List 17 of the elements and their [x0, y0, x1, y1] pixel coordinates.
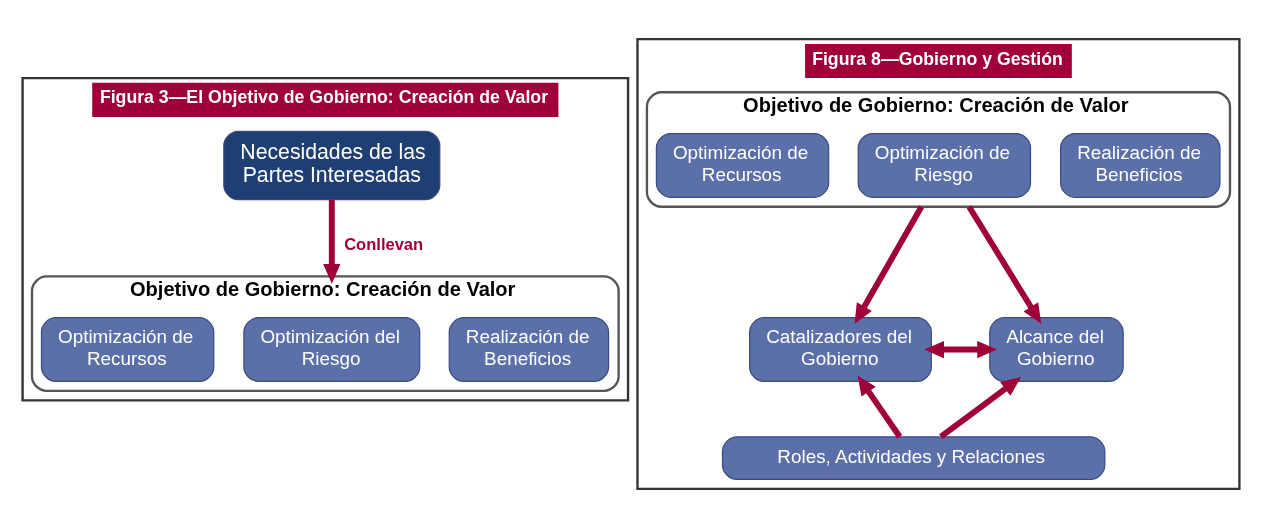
node-box: Optimización del Riesgo [243, 316, 421, 382]
node-box: Optimización de Riesgo [857, 132, 1032, 198]
node-box: Realización de Beneficios [1060, 132, 1221, 198]
arrow [857, 374, 903, 438]
node-box: Roles, Actividades y Relaciones [721, 435, 1106, 480]
arrow [854, 204, 924, 324]
node-box: Catalizadores del Gobierno [749, 316, 932, 382]
node-box: Optimización de Recursos [655, 132, 830, 198]
arrow [924, 340, 997, 358]
arrow [939, 376, 1022, 439]
node-box: Necesidades de las Partes Interesadas [223, 130, 441, 200]
arrow [323, 199, 341, 284]
arrow [966, 204, 1042, 324]
edge-label: Conllevan [344, 234, 424, 254]
node-box: Alcance del Gobierno [989, 316, 1124, 382]
node-box: Realización de Beneficios [448, 316, 610, 382]
node-box: Optimización de Recursos [40, 316, 215, 382]
